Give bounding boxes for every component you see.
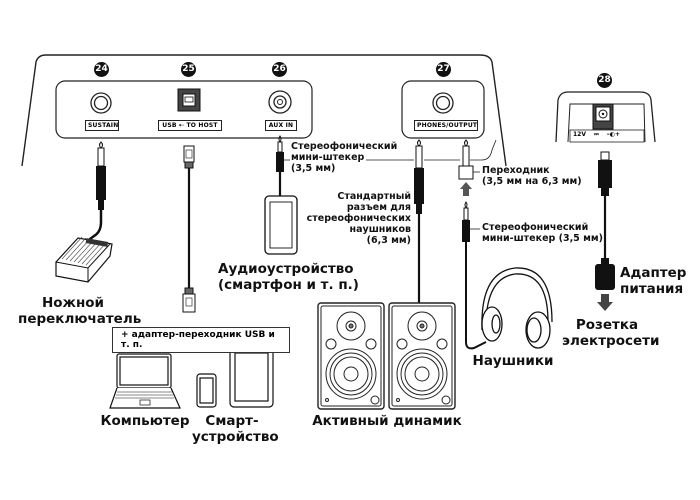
label-outlet: Розетка электросети: [562, 317, 660, 349]
label-footswitch: Ножной переключатель: [18, 295, 142, 327]
power-adapter-icon: [595, 258, 615, 290]
port-number-28: 28: [597, 73, 612, 88]
computer-laptop-icon: [109, 353, 181, 409]
insert-arrow-icon: [460, 182, 472, 196]
label-active-speaker: Активный динамик: [312, 413, 462, 429]
headphones-icon: [481, 267, 553, 349]
label-headphones: Наушники: [472, 353, 554, 369]
usb-b-port-icon: [177, 88, 201, 112]
port-label-phones-output: PHONES/OUTPUT: [414, 120, 478, 131]
audio-device-smartphone-icon: [264, 195, 298, 255]
label-standard-plug: Стандартный разъем для стереофонических …: [306, 191, 411, 246]
label-aux-mini-plug: Стереофонический мини-штекер (3,5 мм): [291, 141, 398, 174]
usb-adapter-note: + адаптер-переходник USB и т. п.: [112, 327, 290, 353]
sustain-plug-icon: [85, 141, 106, 243]
active-speaker-left-icon: [317, 302, 385, 410]
tablet-icon: [229, 346, 274, 408]
active-speaker-right-icon: [388, 302, 456, 410]
label-computer: Компьютер: [100, 413, 190, 429]
aux-mini-plug-icon: [276, 135, 284, 196]
label-smart-device: Смарт- устройство: [192, 413, 279, 445]
down-arrow-icon: [597, 294, 613, 311]
label-audio-device: Аудиоустройство (смартфон и т. п.): [218, 261, 359, 293]
dc-voltage-label: 12V: [573, 131, 586, 138]
polarity-symbol-icon: –◐+: [606, 131, 621, 138]
jack-panel-left: [55, 80, 313, 139]
dc-in-rating: 12V ⎓ –◐+: [573, 131, 620, 139]
jack-panel-right: [401, 80, 485, 139]
adapter-plug-icon: [458, 139, 474, 180]
label-headphone-mini-plug: Стереофонический мини-штекер (3,5 мм): [482, 222, 603, 244]
standard-phone-plug-icon: [414, 139, 424, 214]
dc-in-jack-icon: [592, 103, 614, 130]
port-number-24: 24: [94, 62, 109, 77]
dc-plug-icon: [598, 151, 612, 196]
phones-output-jack-icon: [432, 92, 454, 114]
headphone-mini-plug-icon: [462, 201, 470, 242]
headphone-cable: [465, 242, 487, 350]
port-number-27: 27: [436, 62, 451, 77]
instrument-panel-outline: [21, 54, 507, 167]
aux-in-jack-icon: [268, 90, 292, 114]
label-adapter: Переходник (3,5 мм на 6,3 мм): [482, 165, 582, 187]
dc-symbol-icon: ⎓: [594, 131, 599, 138]
port-number-26: 26: [272, 62, 287, 77]
smartphone-icon: [196, 373, 217, 408]
label-power-adapter: Адаптер питания: [620, 265, 687, 297]
port-label-aux-in: AUX IN: [265, 120, 297, 131]
sustain-jack-icon: [90, 92, 112, 114]
port-label-sustain: SUSTAIN: [85, 120, 119, 131]
port-label-usb-to-host: USB ⇠ TO HOST: [158, 120, 222, 131]
usb-b-plug-icon: [183, 145, 195, 169]
usb-a-plug-icon: [182, 287, 196, 313]
port-number-25: 25: [181, 62, 196, 77]
dc-in-panel-outline: [555, 91, 656, 143]
footswitch-pedal-icon: [55, 236, 113, 283]
